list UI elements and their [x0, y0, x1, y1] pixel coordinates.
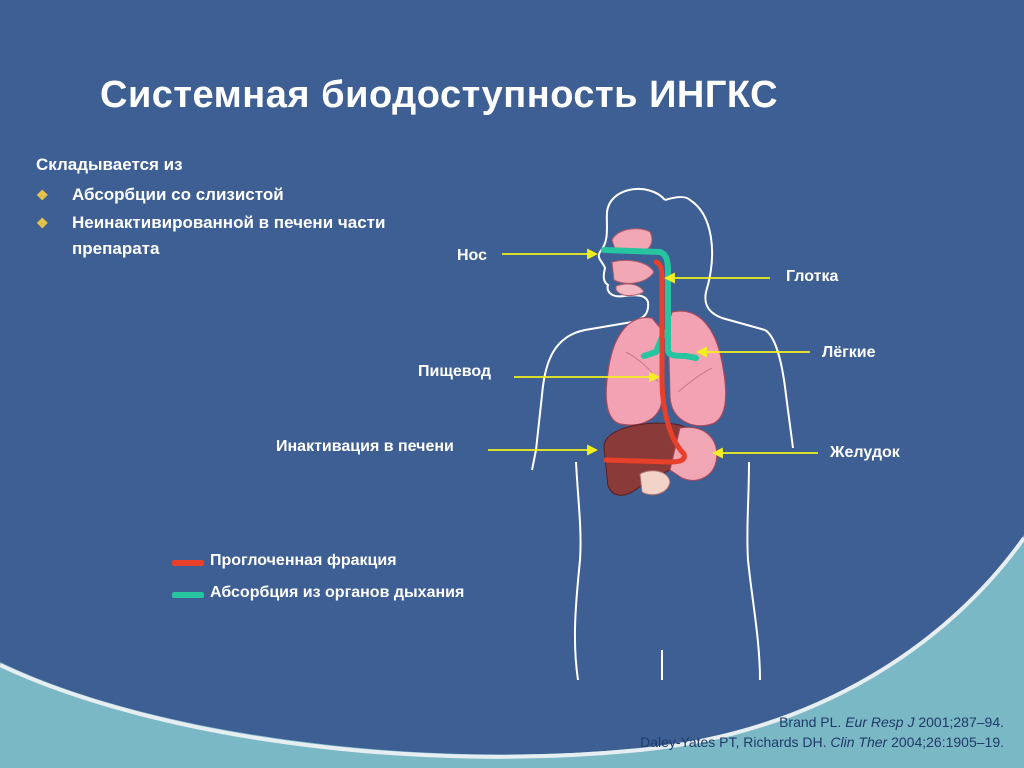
- legend-label: Проглоченная фракция: [210, 552, 397, 569]
- references: Brand PL. Eur Resp J 2001;287–94. Daley-…: [640, 712, 1004, 752]
- body-outline: [531, 187, 666, 471]
- bullet-item: ❖ Неинактивированной в печени части преп…: [36, 210, 416, 262]
- diamond-bullet-icon: ❖: [36, 215, 49, 231]
- mouth: [611, 259, 655, 284]
- stomach: [669, 426, 718, 481]
- reference-line: Brand PL. Eur Resp J 2001;287–94.: [779, 714, 1004, 730]
- bullet-text: Неинактивированной в печени части препар…: [72, 213, 386, 258]
- label-lungs: Лёгкие: [822, 344, 876, 361]
- bullet-item: ❖ Абсорбции со слизистой: [36, 182, 416, 208]
- label-nose: Нос: [457, 247, 488, 264]
- label-pharynx: Глотка: [786, 268, 839, 285]
- bullet-text: Абсорбции со слизистой: [72, 185, 284, 204]
- bullet-list: ❖ Абсорбции со слизистой ❖ Неинактивиров…: [36, 182, 416, 264]
- legend-swatch-red: [172, 560, 204, 566]
- reference-line: Daley-Yates PT, Richards DH. Clin Ther 2…: [640, 734, 1004, 750]
- intestine: [639, 470, 671, 496]
- page-title: Системная биодоступность ИНГКС: [100, 74, 779, 116]
- label-esophagus: Пищевод: [418, 363, 492, 380]
- intro-text: Складывается из: [36, 155, 183, 174]
- left-lung: [605, 317, 663, 426]
- swallowed-path: [603, 259, 687, 465]
- right-lung: [667, 310, 727, 427]
- label-stomach: Желудок: [830, 444, 900, 461]
- diamond-bullet-icon: ❖: [36, 187, 49, 203]
- legend-swatch-teal: [172, 592, 204, 598]
- legend-label: Абсорбция из органов дыхания: [210, 584, 465, 601]
- label-liver: Инактивация в печени: [276, 438, 454, 455]
